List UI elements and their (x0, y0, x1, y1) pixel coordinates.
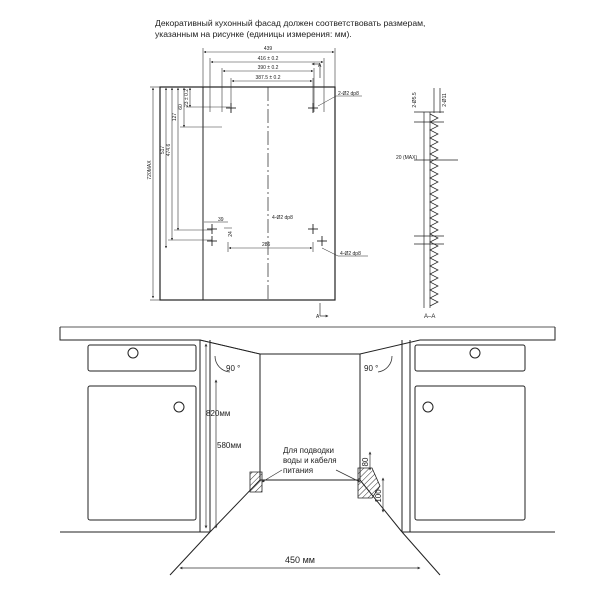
dim-80: 80 (361, 457, 370, 466)
lower-holes-left (204, 221, 232, 246)
hole-callout-mid: 4-Ø2 dp8 (272, 215, 293, 221)
dim-23: 23 ± 0.2 (184, 89, 190, 107)
section-label-bottom: A (316, 314, 320, 320)
facade-outline (159, 86, 336, 301)
section-a-a: 2-Ø5.5 2-Ø11 20 (MAX) A–A (396, 88, 458, 320)
facade-drawing: 439 416 ± 0.2 390 ± 0.2 387.5 ± 0.2 A 2-… (147, 46, 368, 320)
width-450: 450 мм (285, 555, 315, 565)
section-max20: 20 (MAX) (396, 155, 417, 161)
hatch-left (249, 471, 263, 493)
dim-286-lines (227, 242, 314, 252)
right-small-dims (368, 451, 385, 513)
hole-callout-top: 2-Ø2 dp8 (338, 91, 359, 97)
dim-416: 416 ± 0.2 (258, 56, 279, 62)
intro-line-2: указанным на рисунке (единицы измерения:… (155, 29, 352, 39)
hose-label-2: воды и кабеля (283, 456, 337, 465)
angle-right: 90 ° (364, 364, 378, 373)
lower-holes-right (308, 224, 368, 257)
dim-474: 474.6 (166, 144, 172, 157)
dim-60: 60 (178, 104, 184, 110)
right-cabinet (401, 340, 555, 533)
top-holes (226, 103, 318, 113)
hose-label-3: питания (283, 466, 313, 475)
dim-127: 127 (172, 113, 178, 122)
hole-callout-low: 4-Ø2 dp8 (340, 251, 361, 257)
niche-height-dims (204, 343, 218, 529)
niche-walls (169, 354, 441, 576)
section-d55: 2-Ø5.5 (412, 92, 418, 108)
vertical-dimensions (150, 86, 230, 301)
dim-286: 286 (262, 242, 271, 248)
dim-387: 387.5 ± 0.2 (256, 75, 281, 81)
dim-24: 24 (228, 231, 234, 237)
hose-label-1: Для подводки (283, 446, 334, 455)
dim-517: 517 (160, 146, 166, 155)
counter-top (59, 327, 556, 355)
section-marker-bottom (319, 303, 329, 318)
dim-390: 390 ± 0.2 (258, 65, 279, 71)
left-cabinet (60, 340, 211, 533)
height-820: 820мм (206, 409, 230, 418)
angle-arcs (214, 355, 393, 373)
section-title: A–A (424, 314, 435, 320)
hose-leaders (261, 469, 361, 483)
dim-720: 720MAX (147, 160, 153, 180)
niche-drawing: 90 ° 90 ° 820мм 580мм Для подводки воды … (59, 326, 556, 576)
height-580: 580мм (217, 441, 241, 450)
dim-439: 439 (264, 46, 273, 52)
section-zigzag (429, 113, 439, 307)
dim-100: 100 (374, 489, 383, 503)
intro-line-1: Декоративный кухонный фасад должен соотв… (155, 18, 426, 28)
angle-left: 90 ° (226, 364, 240, 373)
section-d11: 2-Ø11 (442, 93, 448, 107)
section-marker-top (311, 62, 321, 78)
section-label-top: A (318, 63, 322, 69)
intro-text: Декоративный кухонный фасад должен соотв… (155, 18, 455, 40)
dim-39: 39 (218, 217, 224, 223)
